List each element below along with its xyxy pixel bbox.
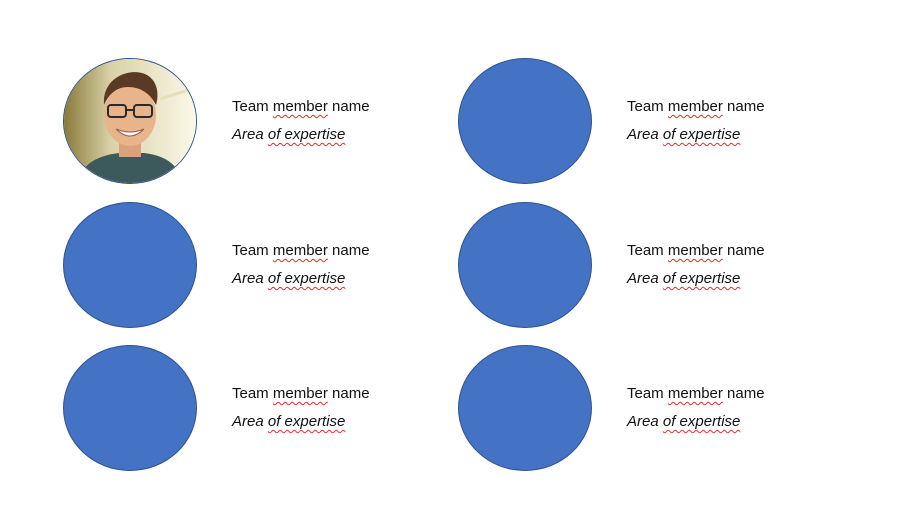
team-member-photo-placeholder	[63, 202, 197, 328]
team-member-expertise: Area of expertise	[232, 126, 346, 143]
team-member-expertise: Area of expertise	[232, 270, 346, 287]
team-member-name: Team member name	[627, 385, 765, 402]
team-member-card: Team member name Area of expertise	[458, 345, 818, 473]
team-member-photo-placeholder	[63, 345, 197, 471]
team-member-card: Team member name Area of expertise	[63, 345, 423, 473]
team-member-card: Team member name Area of expertise	[458, 58, 818, 186]
team-member-expertise: Area of expertise	[627, 270, 741, 287]
team-member-name: Team member name	[627, 242, 765, 259]
team-member-expertise: Area of expertise	[627, 413, 741, 430]
person-photo-icon	[64, 59, 196, 183]
team-member-photo-placeholder	[458, 58, 592, 184]
team-member-card: Team member name Area of expertise	[63, 202, 423, 330]
team-member-name: Team member name	[232, 385, 370, 402]
team-member-card: Team member name Area of expertise	[63, 58, 423, 186]
team-member-name: Team member name	[627, 98, 765, 115]
team-member-photo-placeholder	[458, 202, 592, 328]
team-member-photo-placeholder	[458, 345, 592, 471]
team-member-photo	[63, 58, 197, 184]
team-member-expertise: Area of expertise	[232, 413, 346, 430]
team-member-name: Team member name	[232, 242, 370, 259]
team-member-card: Team member name Area of expertise	[458, 202, 818, 330]
team-member-name: Team member name	[232, 98, 370, 115]
team-member-expertise: Area of expertise	[627, 126, 741, 143]
